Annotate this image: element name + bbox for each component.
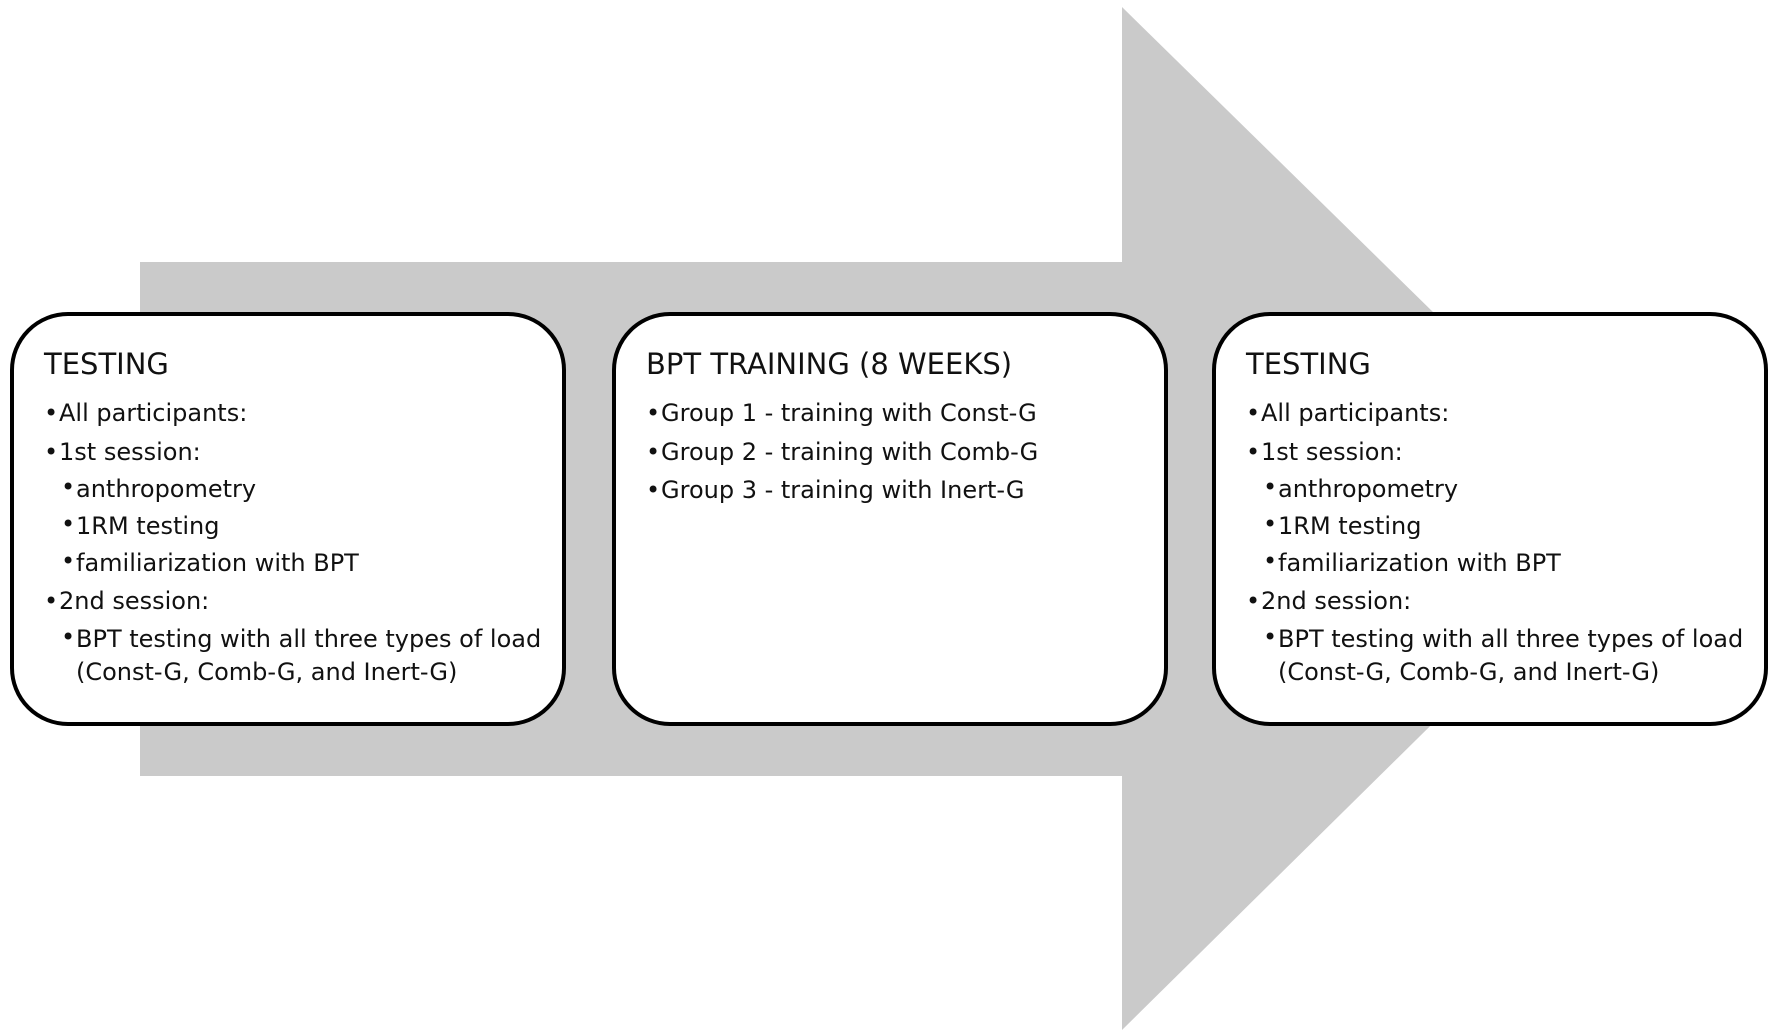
- bullet-icon: •: [1263, 510, 1278, 538]
- list-item: •familiarization with BPT: [61, 547, 359, 577]
- bullet-icon: •: [646, 476, 661, 504]
- list-item: •1st session:: [44, 433, 542, 472]
- bullet-icon: •: [1246, 587, 1261, 615]
- bullet-icon: •: [1263, 622, 1278, 651]
- bullet-icon: •: [44, 399, 59, 427]
- bullet-icon: •: [1246, 399, 1261, 427]
- stage-item-list: •All participants: •1st session: •anthro…: [44, 394, 542, 691]
- list-item: •2nd session:: [44, 582, 542, 621]
- list-item: •anthropometry: [1263, 473, 1459, 503]
- bullet-icon: •: [61, 622, 76, 651]
- stage-item-list: •Group 1 - training with Const-G •Group …: [646, 394, 1144, 510]
- stage-item-list: •All participants: •1st session: •anthro…: [1246, 394, 1744, 691]
- stage-box-post-testing: TESTING •All participants: •1st session:…: [1212, 312, 1768, 726]
- list-item: •BPT testing with all three types of loa…: [1263, 622, 1744, 686]
- list-item: •1st session:: [1246, 433, 1744, 472]
- stage-title: TESTING: [44, 347, 169, 381]
- bullet-icon: •: [61, 510, 76, 538]
- bullet-icon: •: [44, 587, 59, 615]
- bullet-icon: •: [61, 473, 76, 501]
- list-item: •Group 1 - training with Const-G: [646, 394, 1144, 433]
- list-item: •All participants:: [1246, 394, 1744, 433]
- list-item: •All participants:: [44, 394, 542, 433]
- list-item: •BPT testing with all three types of loa…: [61, 622, 542, 686]
- list-item: •1RM testing: [1263, 510, 1422, 540]
- list-item: •2nd session:: [1246, 582, 1744, 621]
- bullet-icon: •: [646, 399, 661, 427]
- stage-title: TESTING: [1246, 347, 1371, 381]
- list-item: •familiarization with BPT: [1263, 547, 1561, 577]
- bullet-icon: •: [44, 437, 59, 466]
- stage-title: BPT TRAINING (8 WEEKS): [646, 347, 1013, 381]
- bullet-icon: •: [1246, 437, 1261, 466]
- list-item: •anthropometry: [61, 473, 257, 503]
- stage-box-pre-testing: TESTING •All participants: •1st session:…: [10, 312, 566, 726]
- bullet-icon: •: [646, 437, 661, 466]
- list-item: •Group 3 - training with Inert-G: [646, 471, 1144, 510]
- list-item: •Group 2 - training with Comb-G: [646, 433, 1144, 472]
- bullet-icon: •: [1263, 547, 1278, 575]
- bullet-icon: •: [61, 547, 76, 575]
- list-item: •1RM testing: [61, 510, 220, 540]
- bullet-icon: •: [1263, 473, 1278, 501]
- stage-box-training: BPT TRAINING (8 WEEKS) •Group 1 - traini…: [612, 312, 1168, 726]
